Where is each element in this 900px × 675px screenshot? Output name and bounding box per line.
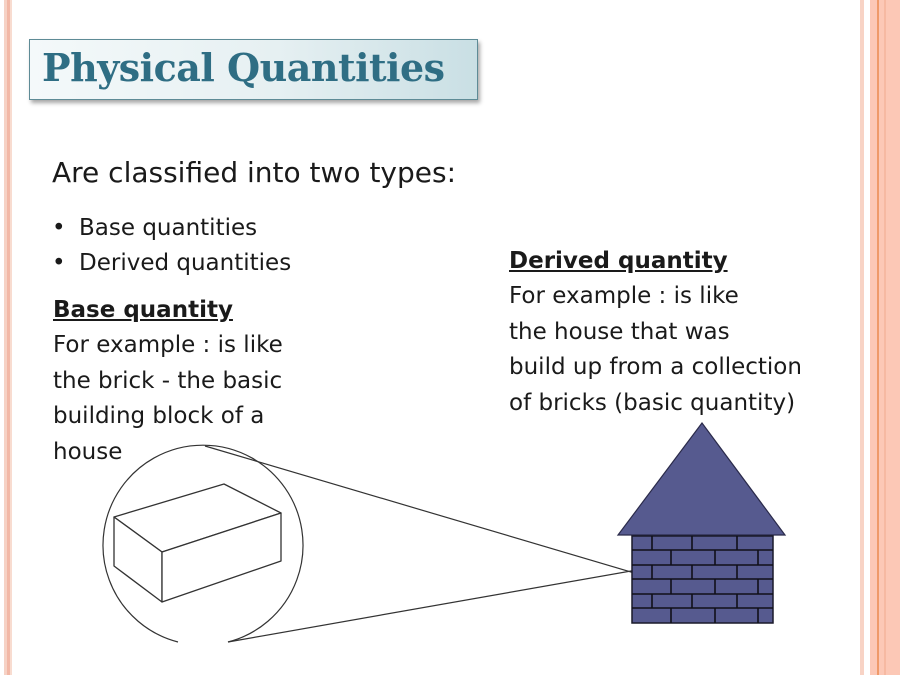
- base-description-line: building block of a: [53, 403, 265, 429]
- base-description-line: the brick - the basic: [53, 367, 283, 394]
- slide-title: Physical Quantities: [42, 45, 445, 90]
- type-list: •Base quantities •Derived quantities: [52, 211, 291, 281]
- base-quantity-section: Base quantity For example : is like the …: [53, 293, 283, 470]
- bullet-icon: •: [52, 250, 66, 276]
- intro-text: Are classified into two types:: [52, 156, 457, 189]
- base-quantity-heading: Base quantity: [53, 297, 233, 323]
- derived-quantity-heading: Derived quantity: [509, 248, 728, 274]
- list-item: •Derived quantities: [52, 246, 291, 281]
- derived-description-line: build up from a collection: [509, 354, 802, 380]
- derived-description-line: of bricks (basic quantity): [509, 389, 796, 416]
- base-description-line: house: [53, 438, 123, 465]
- left-decorative-border: [0, 0, 16, 675]
- house-icon: [616, 421, 787, 624]
- title-box: Physical Quantities: [29, 39, 478, 100]
- right-decorative-border: [860, 0, 900, 675]
- magnifier-circle-icon: [102, 444, 649, 643]
- bullet-icon: •: [52, 215, 66, 241]
- base-description-line: For example : is like: [53, 332, 283, 358]
- brick-icon: [113, 483, 282, 603]
- derived-description-line: For example : is like: [509, 283, 739, 309]
- derived-quantity-section: Derived quantity For example : is like t…: [509, 244, 802, 421]
- derived-description-line: the house that was: [509, 318, 730, 345]
- list-item: •Base quantities: [52, 211, 291, 246]
